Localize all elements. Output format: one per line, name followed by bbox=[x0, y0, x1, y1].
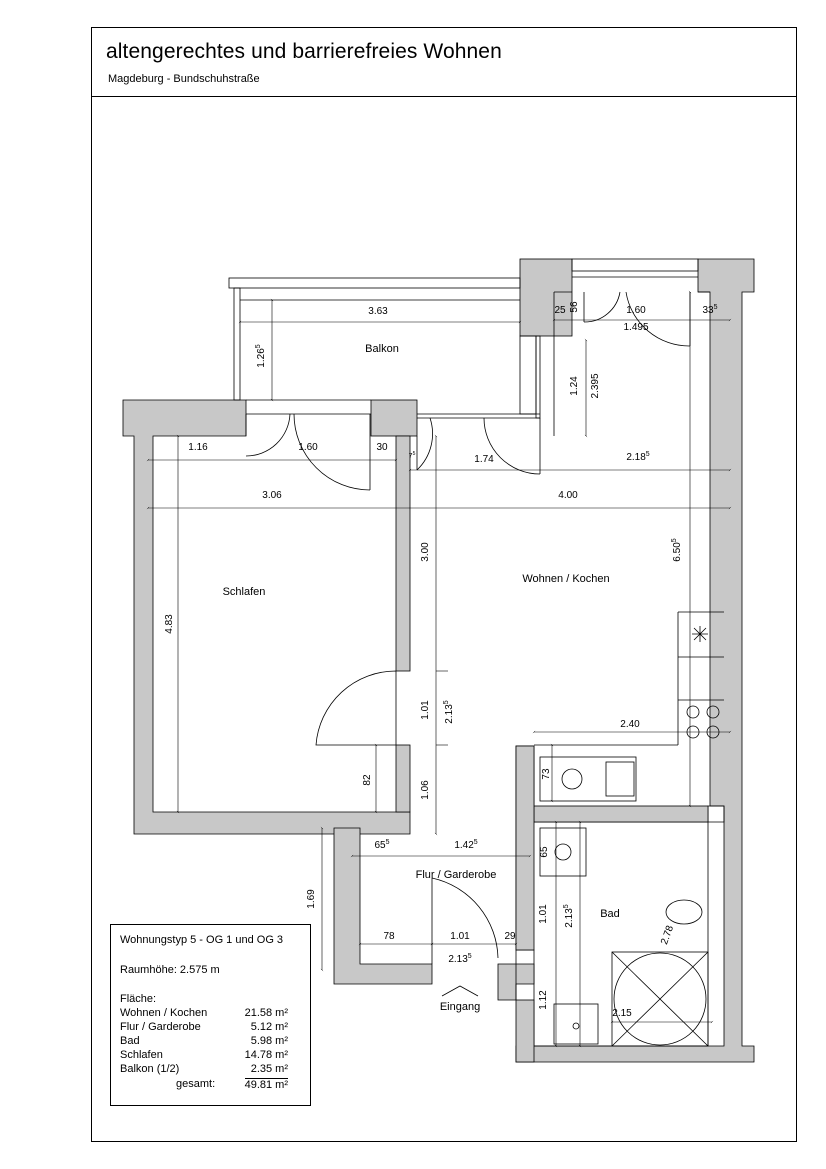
dim-flur-65: 655 bbox=[374, 839, 389, 851]
dim-flur-78: 78 bbox=[383, 931, 395, 942]
dimension-lines bbox=[146, 290, 732, 1048]
bathroom-fixtures bbox=[539, 827, 709, 1047]
dim-flur-101: 1.01 bbox=[450, 931, 470, 942]
entrance-arrow-icon bbox=[441, 985, 479, 997]
wall-right-outer bbox=[515, 258, 755, 1063]
dim-top-1495: 1.495 bbox=[623, 322, 648, 333]
wall-partition-upper bbox=[395, 435, 411, 672]
balcony bbox=[228, 258, 710, 436]
dim-213: 2.135 bbox=[443, 700, 455, 723]
dim-top-160: 1.60 bbox=[626, 305, 646, 316]
room-label-balkon: Balkon bbox=[365, 343, 399, 355]
dim-bad-112: 1.12 bbox=[538, 990, 549, 1010]
wall-bad-leftlow bbox=[515, 999, 535, 1063]
wall-flur bbox=[333, 827, 433, 985]
room-label-schlafen: Schlafen bbox=[223, 586, 266, 598]
dim-schlafen-116: 1.16 bbox=[188, 442, 208, 453]
room-label-bad: Bad bbox=[600, 908, 620, 920]
dim-schlafen-160: 1.60 bbox=[298, 442, 318, 453]
dim-101: 1.01 bbox=[420, 700, 431, 720]
dim-top-33: 335 bbox=[702, 304, 717, 316]
dim-124: 1.24 bbox=[569, 376, 580, 396]
dim-flur-142: 1.425 bbox=[454, 839, 477, 851]
room-label-wohnen: Wohnen / Kochen bbox=[522, 573, 609, 585]
dim-top-56: 56 bbox=[569, 301, 580, 313]
page-title: altengerechtes und barrierefreies Wohnen bbox=[106, 40, 502, 63]
dim-flur-169: 1.69 bbox=[306, 889, 317, 909]
dim-schlafen-306: 3.06 bbox=[262, 490, 282, 501]
dim-top-25: 25 bbox=[554, 305, 566, 316]
dim-wohnen-174: 1.74 bbox=[474, 454, 494, 465]
dim-bad-215: 2.15 bbox=[612, 1008, 632, 1019]
dim-flur-213: 2.135 bbox=[448, 953, 471, 965]
dim-106: 1.06 bbox=[420, 780, 431, 800]
room-height: Raumhöhe: 2.575 m bbox=[120, 964, 220, 976]
dim-bad-278: 2.78 bbox=[659, 924, 676, 946]
dim-schlafen-483: 4.83 bbox=[164, 614, 175, 634]
dim-kitchen-73: 73 bbox=[541, 768, 552, 780]
wall-partition-lower bbox=[395, 744, 411, 813]
kitchen bbox=[534, 611, 724, 802]
door-swings bbox=[245, 291, 691, 1000]
dim-kitchen-240: 2.40 bbox=[620, 719, 640, 730]
wall-bad-leftside bbox=[515, 745, 535, 951]
dim-balkon-depth: 1.265 bbox=[255, 344, 267, 367]
title-block: altengerechtes und barrierefreies Wohnen… bbox=[92, 28, 796, 97]
dim-300: 3.00 bbox=[420, 542, 431, 562]
dim-2395: 2.395 bbox=[590, 373, 601, 398]
dim-7: 75 bbox=[409, 451, 416, 460]
wall-top-mid bbox=[370, 399, 418, 437]
dimension-labels: 3.63 1.265 25 56 1.60 1.495 335 1.24 2.3… bbox=[164, 301, 718, 1019]
info-box: Wohnungstyp 5 - OG 1 und OG 3 Raumhöhe: … bbox=[110, 924, 311, 1106]
room-label-eingang: Eingang bbox=[440, 1001, 480, 1013]
area-label: Fläche: bbox=[120, 993, 157, 1005]
dim-schlafen-30: 30 bbox=[376, 442, 388, 453]
drawing-sheet: altengerechtes und barrierefreies Wohnen… bbox=[91, 27, 797, 1142]
area-row: Balkon (1/2)2.35 m² bbox=[120, 1063, 288, 1075]
apartment-type: Wohnungstyp 5 - OG 1 und OG 3 bbox=[120, 934, 284, 946]
walls bbox=[122, 258, 755, 1063]
dim-bad-213: 2.135 bbox=[563, 904, 575, 927]
dim-flur-29: 29 bbox=[504, 931, 516, 942]
wall-bad-top bbox=[533, 805, 709, 823]
room-labels: Balkon Schlafen Wohnen / Kochen Flur / G… bbox=[223, 343, 620, 1013]
wall-top-right-pier bbox=[519, 258, 573, 337]
dim-bad-65: 65 bbox=[539, 846, 550, 858]
dim-wohnen-650: 6.505 bbox=[671, 538, 683, 561]
room-label-flur: Flur / Garderobe bbox=[416, 869, 497, 881]
page-subtitle: Magdeburg - Bundschuhstraße bbox=[108, 73, 260, 85]
dim-wohnen-400: 4.00 bbox=[558, 490, 578, 501]
dim-wohnen-218: 2.185 bbox=[626, 451, 649, 463]
dim-balkon-width: 3.63 bbox=[368, 306, 388, 317]
dim-bad-101: 1.01 bbox=[538, 904, 549, 924]
dim-82: 82 bbox=[362, 774, 373, 786]
